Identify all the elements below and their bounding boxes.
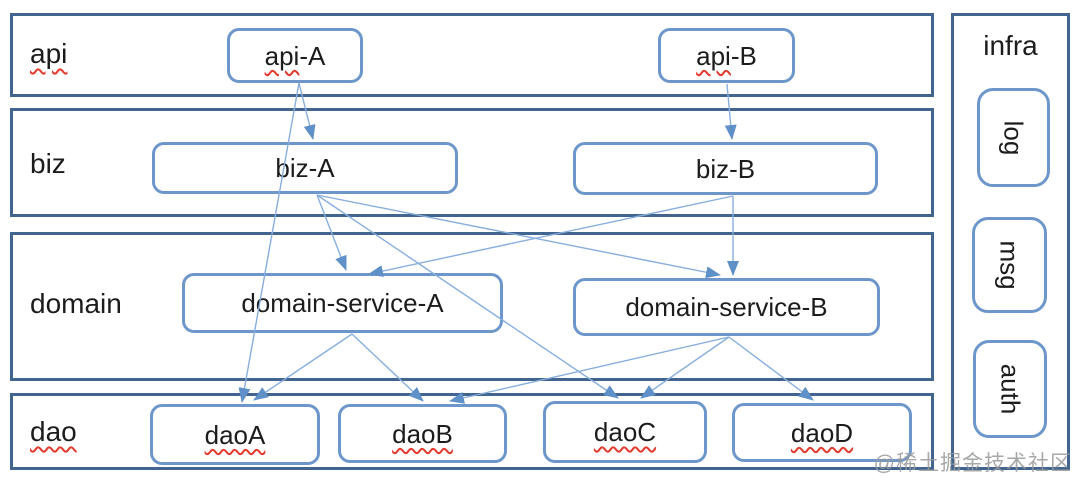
node-biz-A: biz-A <box>152 142 458 194</box>
layer-label-domain-text: domain <box>30 288 122 319</box>
node-daoB: daoB <box>338 404 507 463</box>
node-label: daoD <box>790 417 854 448</box>
node-label: biz-A <box>275 153 335 183</box>
layer-label-api: api <box>30 40 67 68</box>
layer-label-dao: dao <box>30 418 77 446</box>
node-biz-B: biz-B <box>573 142 878 195</box>
node-label: daoC <box>593 417 657 447</box>
node-msg: msg <box>972 217 1047 313</box>
node-api-A: api-A <box>227 28 363 83</box>
node-label: api-A <box>264 40 326 71</box>
layer-label-api-text: api <box>30 38 68 69</box>
layer-api <box>10 13 934 97</box>
node-label: auth <box>994 363 1025 415</box>
node-label: daoA <box>204 419 266 450</box>
infra-label-text: infra <box>983 30 1038 61</box>
layer-label-domain: domain <box>30 290 122 318</box>
layer-label-dao-text: dao <box>30 416 77 447</box>
node-domain-service-A: domain-service-A <box>182 273 503 333</box>
node-label: msg <box>994 240 1025 290</box>
node-daoD: daoD <box>732 403 912 462</box>
layer-label-biz: biz <box>30 150 66 178</box>
watermark: @稀土掘金技术社区 <box>873 452 1072 475</box>
node-log: log <box>977 88 1050 187</box>
node-label: api-B <box>696 40 757 71</box>
layer-label-biz-text: biz <box>30 148 66 179</box>
node-daoA: daoA <box>150 404 320 465</box>
node-api-B: api-B <box>658 28 795 83</box>
node-label: daoB <box>392 418 453 449</box>
node-label: biz-B <box>695 153 756 184</box>
infra-label: infra <box>951 32 1070 60</box>
node-label: domain-service-A <box>241 288 444 318</box>
node-domain-service-B: domain-service-B <box>573 278 880 336</box>
node-auth: auth <box>973 340 1047 438</box>
node-label: log <box>998 120 1029 155</box>
node-daoC: daoC <box>543 401 707 463</box>
node-label: domain-service-B <box>625 292 828 322</box>
